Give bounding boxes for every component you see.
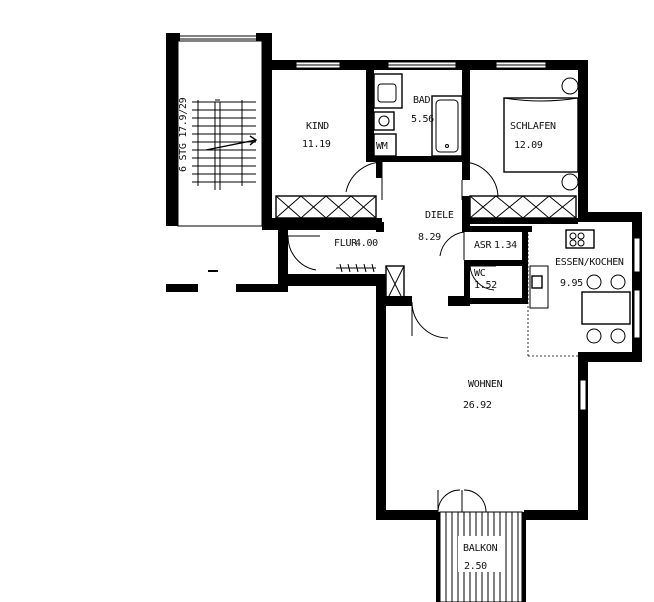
interior-walls <box>272 68 578 306</box>
room-area-bad: 5.56 <box>411 114 434 125</box>
room-name-wc: WC <box>474 268 486 279</box>
room-name-balkon: BALKON <box>463 543 498 554</box>
stair-label: 6 STG 17.9/29 <box>178 97 189 172</box>
room-area-asr: 1.34 <box>494 240 517 251</box>
room-name-kind: KIND <box>306 121 329 132</box>
windows <box>295 61 641 411</box>
room-area-wc: 1.52 <box>474 280 497 291</box>
flur-floor-marks <box>336 263 376 273</box>
room-area-diele: 8.29 <box>418 232 441 243</box>
wardrobe-schlafen <box>469 195 577 219</box>
room-area-wohnen: 26.92 <box>463 400 492 411</box>
room-name-essen-kochen: ESSEN/KOCHEN <box>555 257 624 268</box>
room-name-asr: ASR <box>474 240 492 251</box>
stair-treads <box>192 99 256 190</box>
doors <box>287 161 499 513</box>
bed <box>503 77 579 191</box>
room-area-schlafen: 12.09 <box>514 140 543 151</box>
room-name-bad: BAD <box>413 95 430 106</box>
room-area-kind: 11.19 <box>302 139 331 150</box>
room-name-diele: DIELE <box>425 210 454 221</box>
wardrobe-kind <box>275 195 377 219</box>
room-labels: KIND 11.19 BAD 5.56 SCHLAFEN 12.09 DIELE… <box>302 95 624 572</box>
room-name-schlafen: SCHLAFEN <box>510 121 556 132</box>
kitchen-fixtures <box>527 229 631 357</box>
balcony <box>436 511 526 602</box>
bathroom-fixtures: WM <box>373 73 463 157</box>
room-area-balkon: 2.50 <box>464 561 487 572</box>
cabinet-diele <box>385 265 405 303</box>
washing-machine-label: WM <box>376 141 388 152</box>
room-area-essen-kochen: 9.95 <box>560 278 583 289</box>
room-area-flur: 4.00 <box>355 238 378 249</box>
room-name-flur: FLUR <box>334 238 358 249</box>
room-name-wohnen: WOHNEN <box>468 379 503 390</box>
stairwell: 6 STG 17.9/29 <box>166 33 272 227</box>
